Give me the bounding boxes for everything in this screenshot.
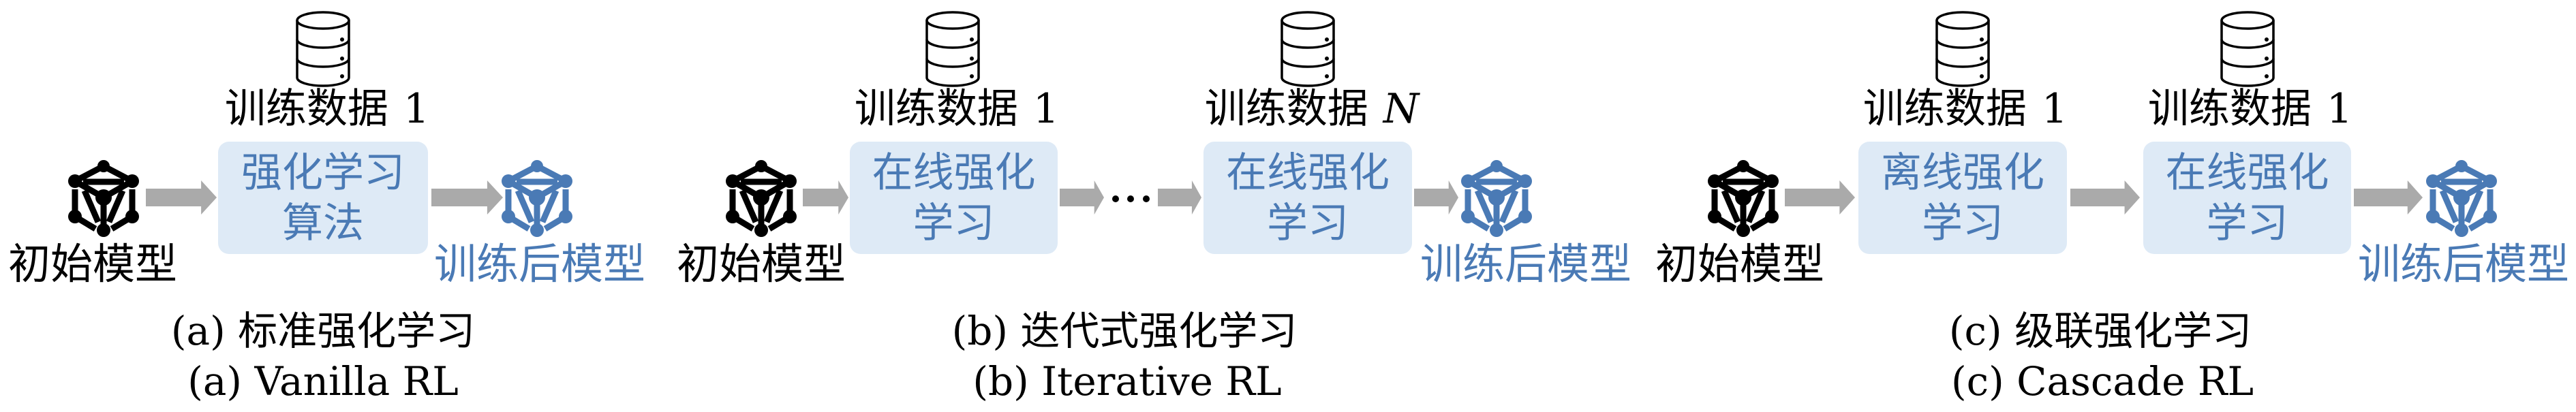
trained-model-icon: [1458, 159, 1535, 237]
right-arrow-icon: [1785, 180, 1855, 215]
caption-zh: (b) 迭代式强化学习: [951, 308, 1298, 354]
caption-zh: (a) 标准强化学习: [170, 308, 476, 354]
training-data-text: 训练数据: [854, 85, 1018, 133]
database-icon: [1279, 10, 1336, 89]
initial-model-icon: [723, 159, 799, 237]
trained-model-icon: [499, 159, 575, 237]
caption-en: (b) Iterative RL: [972, 358, 1282, 405]
training-data-label: 训练数据 1: [2148, 84, 2352, 133]
ellipsis-dot: [1143, 195, 1150, 202]
trained-model-label: 训练后模型: [433, 239, 646, 289]
initial-model-label: 初始模型: [1655, 239, 1825, 289]
right-arrow-icon: [146, 180, 217, 215]
training-data-label: 训练数据 N: [1205, 84, 1420, 133]
training-data-text: 训练数据: [1862, 85, 2027, 133]
box-line: 学习: [1922, 199, 2004, 247]
box-line: 在线强化: [2165, 148, 2329, 197]
database-icon: [1934, 10, 1991, 89]
training-data-label: 训练数据 1: [1863, 84, 2068, 133]
online-rl-box: 在线强化 学习: [1203, 142, 1412, 254]
ellipsis-dot: [1112, 195, 1119, 202]
training-data-index: N: [1383, 85, 1420, 133]
rl-algorithm-box: 强化学习 算法: [218, 142, 428, 254]
training-data-text: 训练数据: [2147, 85, 2312, 133]
box-line: 离线强化: [1881, 148, 2044, 197]
ellipsis-dot: [1127, 195, 1134, 202]
training-data-text: 训练数据: [1204, 85, 1368, 133]
training-data-index: 1: [2326, 85, 2353, 133]
initial-model-label: 初始模型: [7, 239, 178, 289]
right-arrow-icon: [2354, 180, 2423, 215]
caption-en: (a) Vanilla RL: [187, 358, 459, 405]
online-rl-box: 在线强化 学习: [850, 142, 1058, 254]
training-data-label: 训练数据 1: [225, 84, 429, 133]
ellipsis-icon: [1112, 195, 1150, 202]
caption-zh: (c) 级联强化学习: [1948, 308, 2252, 354]
box-line: 算法: [282, 199, 364, 247]
training-data-label: 训练数据 1: [855, 84, 1059, 133]
database-icon: [294, 10, 352, 89]
training-data-text: 训练数据: [224, 85, 388, 133]
database-icon: [2219, 10, 2276, 89]
right-arrow-icon: [1158, 180, 1201, 215]
right-arrow-icon: [803, 180, 848, 215]
box-line: 强化学习: [241, 148, 405, 197]
initial-model-icon: [65, 159, 142, 237]
right-arrow-icon: [431, 180, 503, 215]
box-line: 学习: [2206, 199, 2288, 247]
trained-model-icon: [2423, 159, 2500, 237]
initial-model-icon: [1705, 159, 1781, 237]
right-arrow-icon: [2070, 180, 2140, 215]
training-data-index: 1: [1032, 85, 1060, 133]
right-arrow-icon: [1060, 180, 1104, 215]
right-arrow-icon: [1414, 180, 1458, 215]
training-data-index: 1: [2041, 85, 2068, 133]
trained-model-label: 训练后模型: [2357, 239, 2570, 289]
box-line: 学习: [1267, 199, 1349, 247]
caption-en: (c) Cascade RL: [1950, 358, 2254, 405]
box-line: 在线强化: [1226, 148, 1390, 197]
box-line: 学习: [913, 199, 995, 247]
online-rl-box: 在线强化 学习: [2143, 142, 2351, 254]
training-data-index: 1: [403, 85, 430, 133]
trained-model-label: 训练后模型: [1420, 239, 1632, 289]
database-icon: [924, 10, 981, 89]
box-line: 在线强化: [872, 148, 1036, 197]
initial-model-label: 初始模型: [676, 239, 846, 289]
offline-rl-box: 离线强化 学习: [1858, 142, 2067, 254]
